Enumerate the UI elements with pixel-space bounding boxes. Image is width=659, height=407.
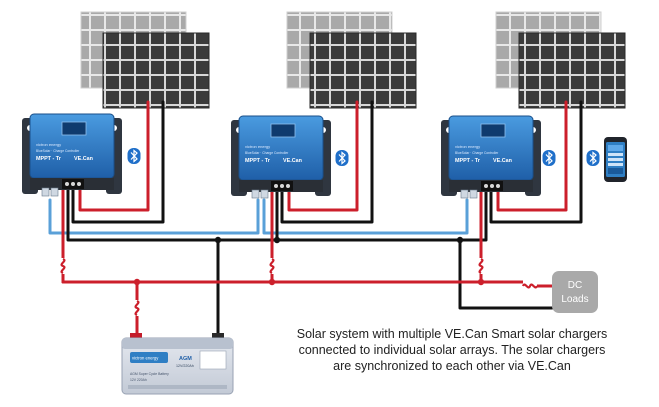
fuse-icon [265,257,279,275]
vecan-port [251,189,260,199]
bluetooth-icon [334,149,350,167]
battery-type: AGM [179,356,192,362]
solar-charger-3: victron energy BlueSolar · Charge Contro… [441,115,541,199]
battery-label-line1: AGM Super Cycle Battery [130,372,169,376]
battery-negative-bus [66,184,462,242]
junction-dot [133,278,141,286]
charger-model-left: MPPT - Tr [455,158,481,164]
caption-line-1: Solar system with multiple VE.Can Smart … [296,327,608,341]
junction-dot [268,278,276,286]
fuse-icon [56,257,70,275]
junction-dot [273,236,281,244]
solar-charger-1: victron energy BlueSolar · Charge Contro… [22,113,122,197]
charger-brand: victron energy [245,144,270,149]
solar-charger-2: victron energy BlueSolar · Charge Contro… [231,115,331,199]
vecan-port [460,189,469,199]
solar-panel-front [518,32,626,109]
charger-model-right: VE.Can [283,158,302,164]
pv-positive-wire-1 [78,100,150,212]
charger-model-line: BlueSolar · Charge Controller [245,151,289,155]
battery-label-line2: 12V 220Ah [130,378,147,382]
fuse-icon [521,279,539,293]
charger-model-left: MPPT - Tr [36,156,62,162]
bluetooth-icon [541,149,557,167]
bluetooth-icon [585,149,601,167]
fuse-icon [130,299,144,317]
dc-loads-box: DC Loads [552,271,598,313]
charger-brand: victron energy [455,144,480,149]
charger-display [270,123,296,138]
charger-model-left: MPPT - Tr [245,158,271,164]
pv-negative-wire-3 [489,100,583,224]
solar-panel-front [102,32,210,109]
pv-negative-wire-1 [71,100,165,224]
pv-negative-wire-2 [280,100,374,224]
charger-display [61,121,87,136]
vecan-port [469,189,478,199]
charger-model-line: BlueSolar · Charge Controller [455,151,499,155]
caption-line-3: are synchronized to each other via VE.Ca… [333,359,571,373]
vecan-cable-1-2 [48,198,260,235]
loads-negative-wire [458,238,554,310]
dc-loads-label-line1: DC [568,280,582,291]
battery-brand: victron energy [132,356,159,361]
pv-positive-wire-3 [496,100,568,212]
dc-loads-label-line2: Loads [561,294,588,305]
diagram-caption: Solar system with multiple VE.Can Smart … [262,326,642,374]
battery-capacity: 12V/220Ah [176,364,194,368]
battery-negative-drop-3 [458,186,488,242]
junction-dot [477,278,485,286]
vecan-cable-2-3 [262,198,469,235]
junction-dot [214,236,222,244]
caption-line-2: connected to individual solar arrays. Th… [298,343,606,357]
pv-positive-wire-2 [287,100,359,212]
battery: victron energy AGM 12V/220Ah AGM Super C… [121,333,234,395]
charger-model-right: VE.Can [74,156,93,162]
charger-display [480,123,506,138]
vecan-port [50,187,59,197]
charger-model-line: BlueSolar · Charge Controller [36,149,80,153]
solar-panel-front [309,32,417,109]
vecan-port [260,189,269,199]
charger-brand: victron energy [36,142,61,147]
bluetooth-icon [126,147,142,165]
vecan-port [41,187,50,197]
smartphone-icon [604,137,627,182]
charger-model-right: VE.Can [493,158,512,164]
fuse-icon [474,257,488,275]
junction-dot [456,236,464,244]
